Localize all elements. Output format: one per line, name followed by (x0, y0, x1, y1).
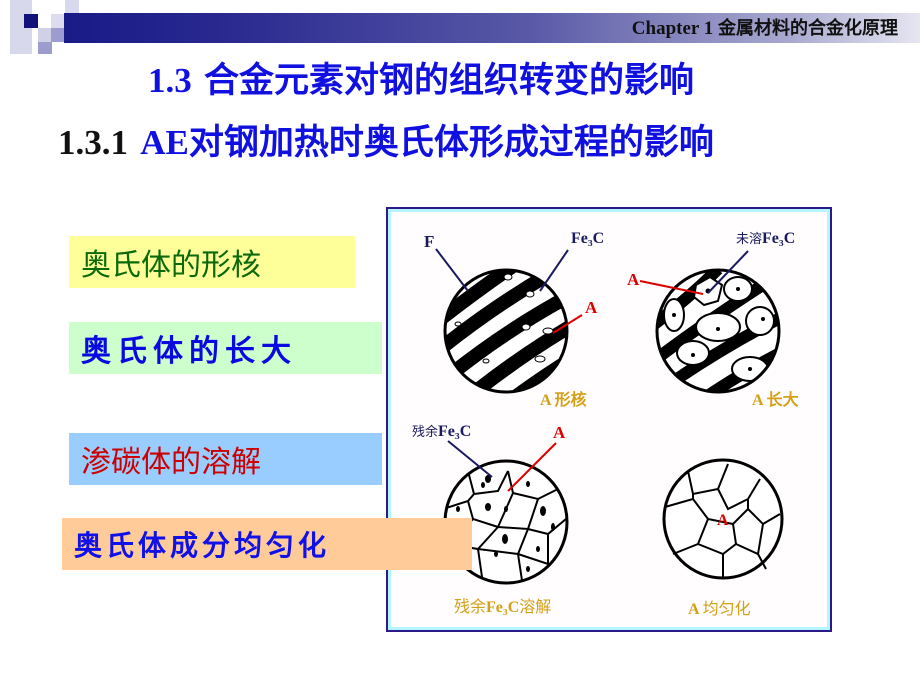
stage-nucleation: 奥氏体的形核 (69, 236, 355, 288)
logo-square (10, 0, 32, 54)
svg-text:未溶Fe₃C: 未溶Fe₃C (736, 230, 795, 247)
logo-square (38, 42, 52, 54)
stage-label: 奥氏体的长大 (81, 334, 297, 369)
stage-growth: 奥氏体的长大 (69, 322, 382, 374)
caption-homogenization: A 均匀化 (688, 599, 751, 618)
microstructure-diagram: F Fe₃C A A 形核 (412, 230, 799, 618)
logo-square (51, 14, 65, 28)
caption-nucleation: A 形核 (540, 390, 587, 409)
panel-nucleation (445, 270, 567, 392)
logo-square (65, 0, 79, 14)
subsection-number: 1.3.1 (58, 123, 128, 162)
svg-text:A: A (585, 298, 598, 317)
subsection-title: 1.3.1 AE对钢加热时奥氏体形成过程的影响 (58, 114, 714, 165)
caption-growth: A 长大 (752, 390, 799, 409)
svg-text:A: A (553, 423, 566, 442)
austenite-formation-figure: F Fe₃C A A 形核 (386, 207, 832, 632)
stage-label: 奥氏体成分均匀化 (74, 529, 331, 562)
logo-square (24, 14, 38, 28)
section-title: 1.3 合金元素对钢的组织转变的影响 (148, 52, 694, 103)
svg-text:残余Fe₃C: 残余Fe₃C (412, 423, 471, 440)
subsection-ae: AE (140, 123, 189, 162)
header-bar (64, 13, 920, 43)
section-number: 1.3 (148, 61, 192, 100)
stage-dissolution: 渗碳体的溶解 (69, 433, 382, 485)
stage-label: 奥氏体的形核 (81, 248, 261, 283)
subsection-title-text: 对钢加热时奥氏体形成过程的影响 (188, 123, 714, 163)
chapter-title: 金属材料的合金化原理 (718, 18, 898, 39)
svg-text:F: F (424, 232, 434, 251)
caption-dissolution: 残余Fe₃C溶解 (454, 597, 551, 616)
stage-label: 渗碳体的溶解 (81, 445, 261, 480)
svg-text:A: A (627, 270, 640, 289)
logo-square (38, 28, 52, 42)
chapter-heading: Chapter 1 金属材料的合金化原理 (632, 14, 898, 44)
panel-homogenization: A (662, 458, 784, 580)
stage-homogenization: 奥氏体成分均匀化 (62, 518, 472, 570)
svg-text:A: A (717, 512, 729, 529)
section-title-text: 合金元素对钢的组织转变的影响 (203, 61, 694, 101)
chapter-label: Chapter 1 (631, 18, 714, 39)
logo-square (51, 28, 65, 42)
svg-text:Fe₃C: Fe₃C (571, 230, 604, 247)
